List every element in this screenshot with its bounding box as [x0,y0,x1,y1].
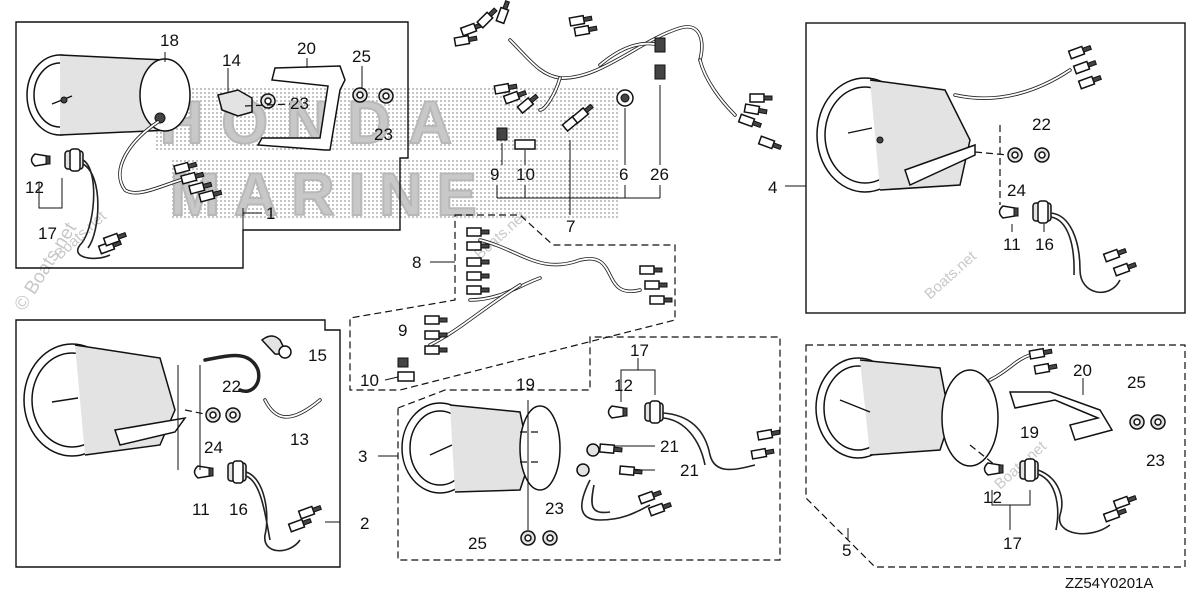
label-24a: 24 [1007,181,1026,200]
assembly-5 [805,344,1186,568]
label-13: 13 [290,430,309,449]
assembly-8 [349,214,676,391]
label-22b: 22 [222,377,241,396]
label-2: 2 [360,514,369,533]
label-23c: 23 [545,499,564,518]
assembly-2 [15,319,341,568]
label-19a: 19 [516,375,535,394]
label-21b: 21 [680,461,699,480]
label-20a: 20 [297,39,316,58]
drawing-code: ZZ54Y0201A [1065,575,1153,592]
assembly-4 [785,22,1186,314]
label-23a: 23 [290,94,309,113]
label-10a: 10 [516,165,535,184]
label-12c: 12 [983,488,1002,507]
label-25c: 25 [1127,373,1146,392]
label-25a: 25 [352,47,371,66]
label-6: 6 [619,165,628,184]
label-23d: 23 [1146,451,1165,470]
watermark-inline-2: Boats.net [921,247,980,303]
label-4: 4 [768,178,777,197]
label-14: 14 [222,51,241,70]
label-1: 1 [266,204,275,223]
label-20b: 20 [1073,361,1092,380]
label-9a: 9 [490,165,499,184]
label-11a: 11 [1003,235,1021,254]
label-18: 18 [160,31,179,50]
label-8: 8 [412,253,421,272]
label-7: 7 [566,217,575,236]
label-17b: 17 [630,341,649,360]
assembly-7-harness [453,0,783,215]
label-10b: 10 [360,371,379,390]
label-25b: 25 [468,534,487,553]
label-17c: 17 [1003,534,1022,553]
label-26: 26 [650,165,669,184]
label-21a: 21 [660,437,679,456]
assembly-3 [378,336,782,561]
part-number-labels: 18 14 20 25 23 23 12 17 1 9 10 6 26 7 8 … [25,31,1165,592]
label-12a: 12 [25,178,44,197]
label-17a: 17 [38,224,57,243]
label-3: 3 [358,447,367,466]
assembly-1 [15,21,409,269]
label-11b: 11 [192,500,210,519]
label-5: 5 [842,541,851,560]
logo-word-honda: HONDA [160,89,470,156]
label-15: 15 [308,346,327,365]
label-23b: 23 [374,125,393,144]
label-16a: 16 [1035,235,1054,254]
label-16b: 16 [229,500,248,519]
label-22a: 22 [1032,115,1051,134]
label-24b: 24 [204,438,223,457]
label-19b: 19 [1020,423,1039,442]
label-12b: 12 [614,376,633,395]
label-9b: 9 [398,321,407,340]
